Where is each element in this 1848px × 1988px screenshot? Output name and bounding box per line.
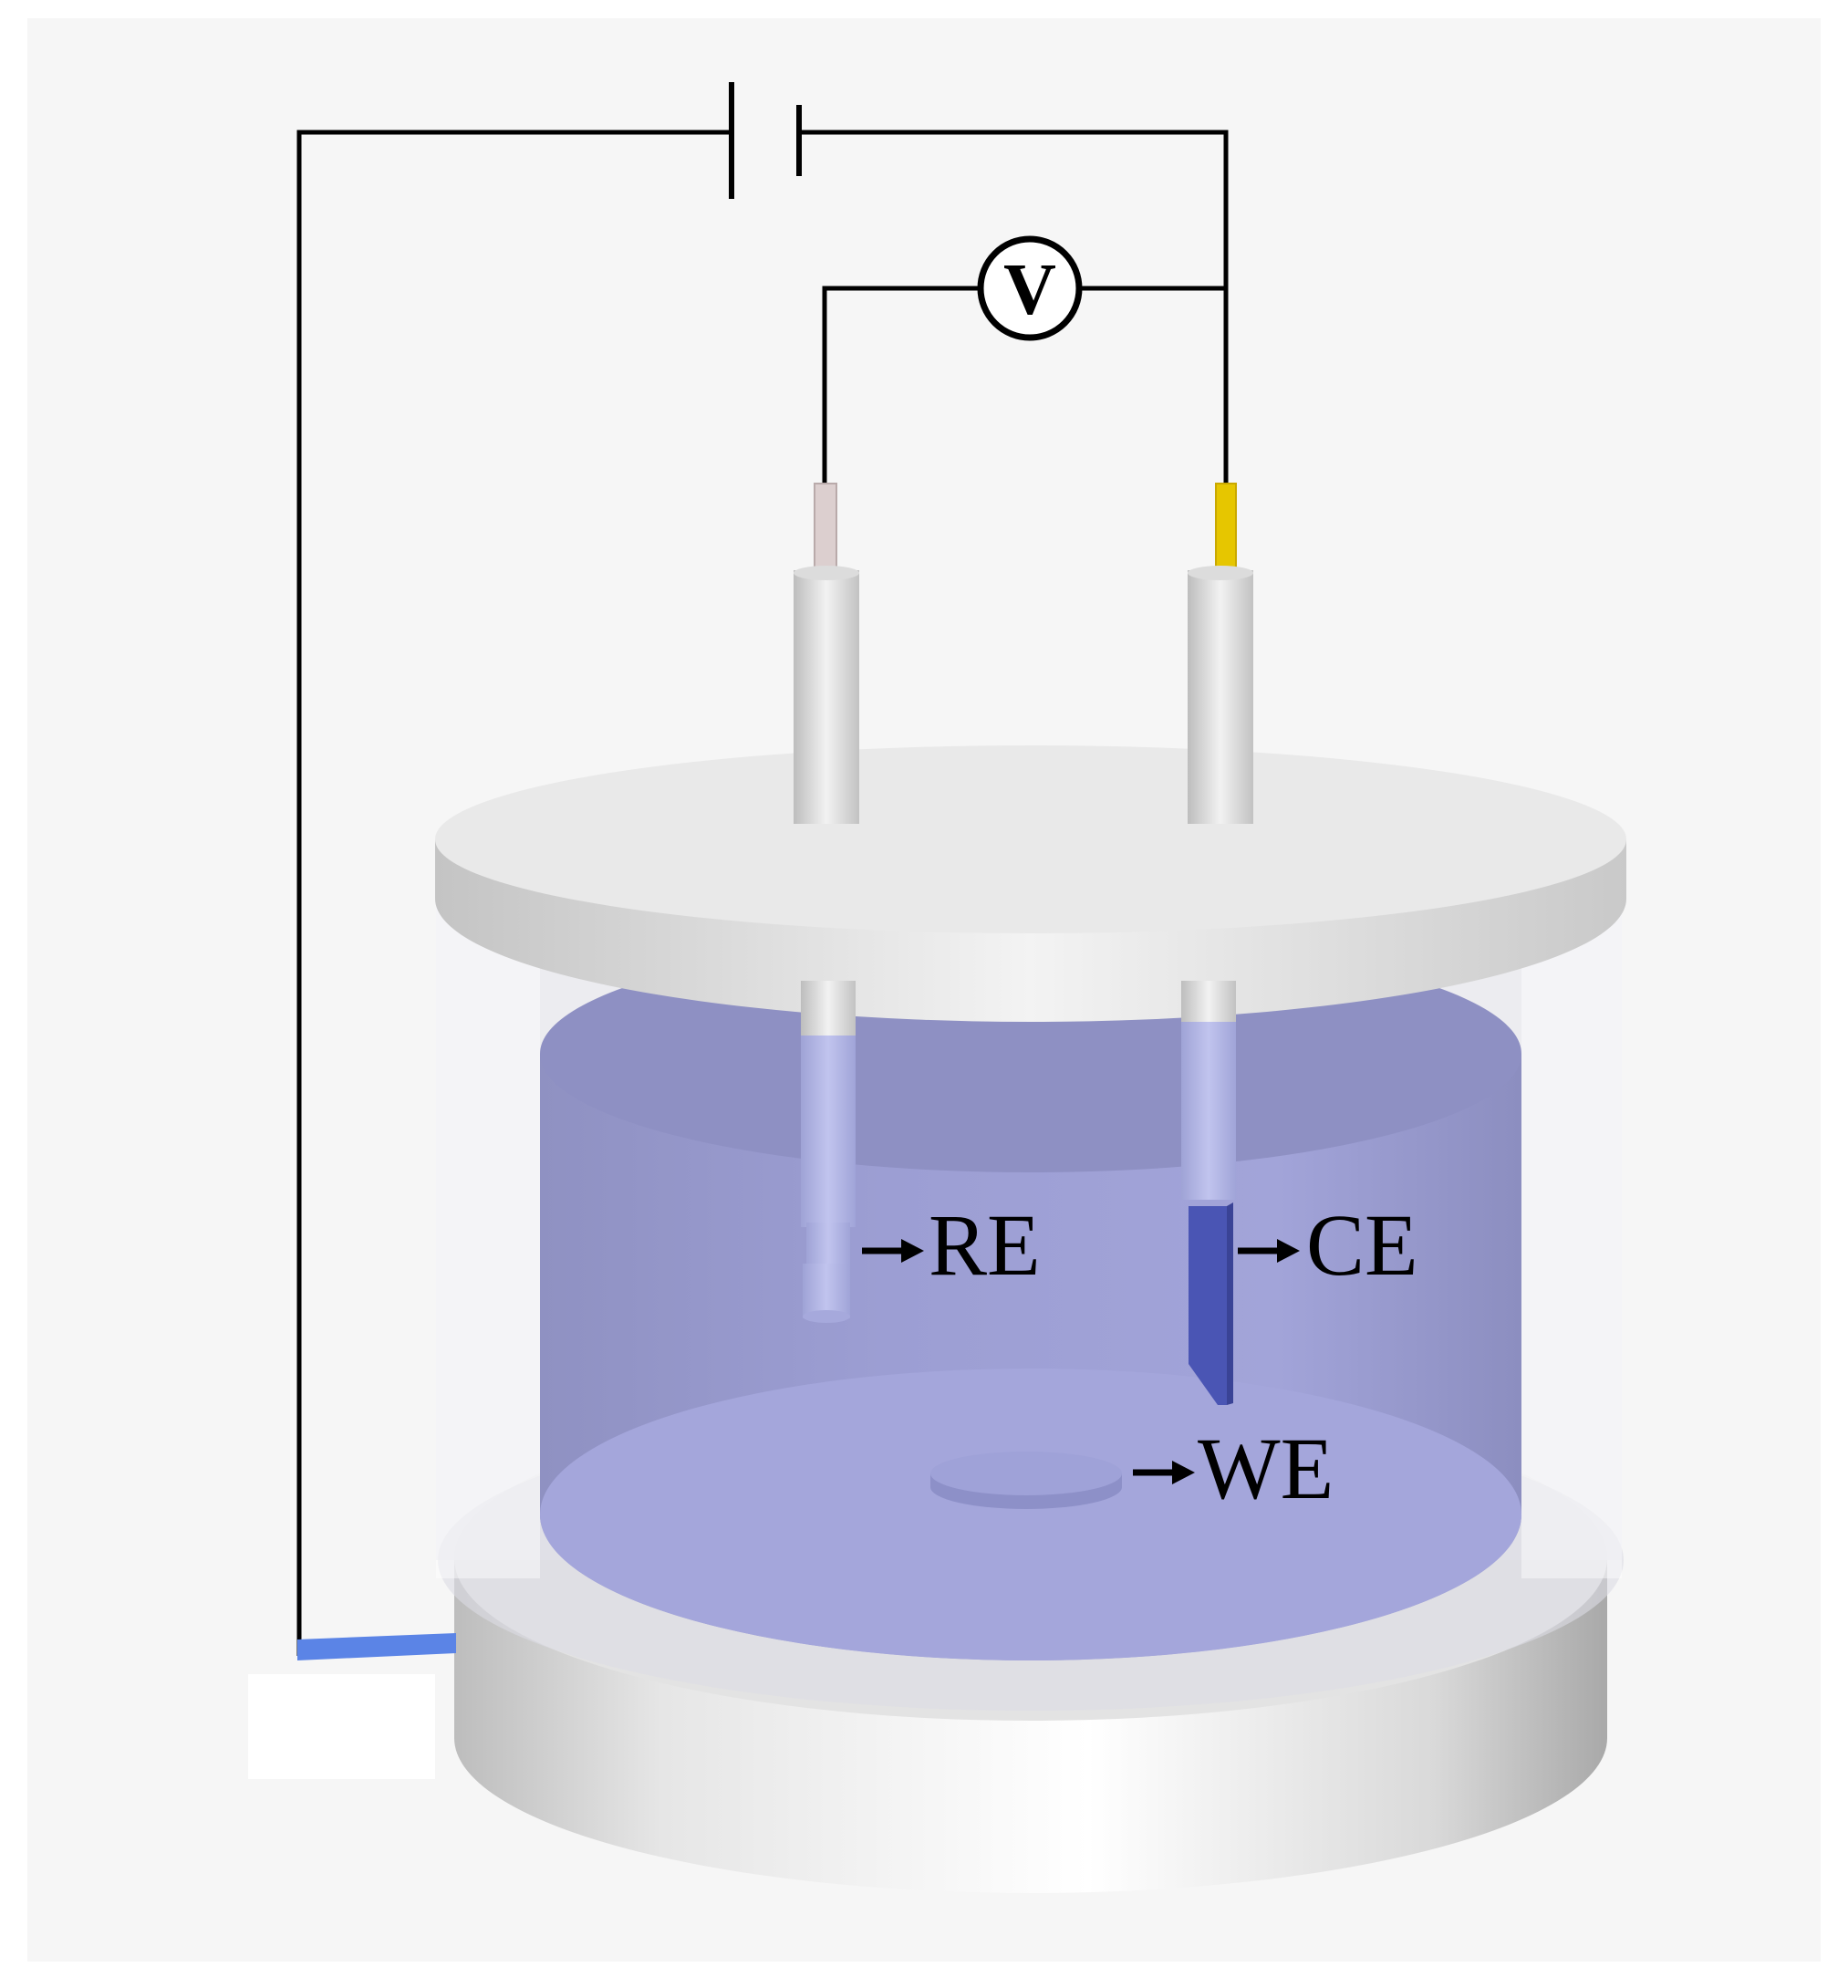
re-callout: RE <box>862 1196 1041 1294</box>
wire-right <box>799 130 1229 485</box>
glass-right-wall <box>1521 876 1622 1578</box>
lid-top <box>435 745 1626 933</box>
ce-rod-top <box>1188 566 1253 580</box>
re-rod-submerged <box>801 1036 856 1227</box>
ce-tip <box>1215 483 1237 576</box>
ce-plate-edge <box>1227 1202 1233 1405</box>
white-patch <box>248 1674 435 1779</box>
ce-rod-submerged <box>1181 1022 1236 1200</box>
reference-electrode <box>801 981 856 1323</box>
re-tip-submerged <box>803 1264 850 1318</box>
voltmeter-circle <box>977 235 1083 341</box>
working-electrode <box>930 1452 1122 1509</box>
re-tip <box>814 483 837 576</box>
wire-re <box>822 286 981 485</box>
we-callout: WE <box>1133 1420 1334 1517</box>
we-label: WE <box>1198 1420 1334 1517</box>
re-rod-upper <box>794 570 859 824</box>
battery-symbol <box>729 82 802 199</box>
voltmeter-label: V <box>1003 250 1056 330</box>
cell-lid <box>435 745 1626 1022</box>
re-label: RE <box>929 1196 1041 1294</box>
we-contact-strip <box>297 1633 456 1660</box>
ce-plate <box>1189 1206 1227 1405</box>
electrolyte-bottom <box>540 1369 1521 1660</box>
ce-rod-upper <box>1188 570 1253 824</box>
ce-label: CE <box>1306 1196 1418 1294</box>
glass-left-wall <box>436 876 540 1578</box>
ce-arrow-icon <box>1277 1239 1300 1263</box>
counter-electrode <box>1181 981 1236 1405</box>
re-neck <box>806 1223 850 1268</box>
re-arrow-icon <box>901 1239 924 1263</box>
re-tip-end <box>803 1310 850 1323</box>
wire-left <box>296 130 732 1656</box>
electrolyte <box>540 935 1521 1660</box>
re-rod-top <box>794 566 859 580</box>
re-rod-gray <box>801 981 856 1036</box>
we-disk-top <box>930 1452 1122 1495</box>
we-arrow-icon <box>1172 1461 1195 1484</box>
ce-rod-gray <box>1181 981 1236 1022</box>
external-circuit <box>296 130 1229 1656</box>
voltmeter: V <box>977 235 1083 341</box>
ce-callout: CE <box>1238 1196 1418 1294</box>
